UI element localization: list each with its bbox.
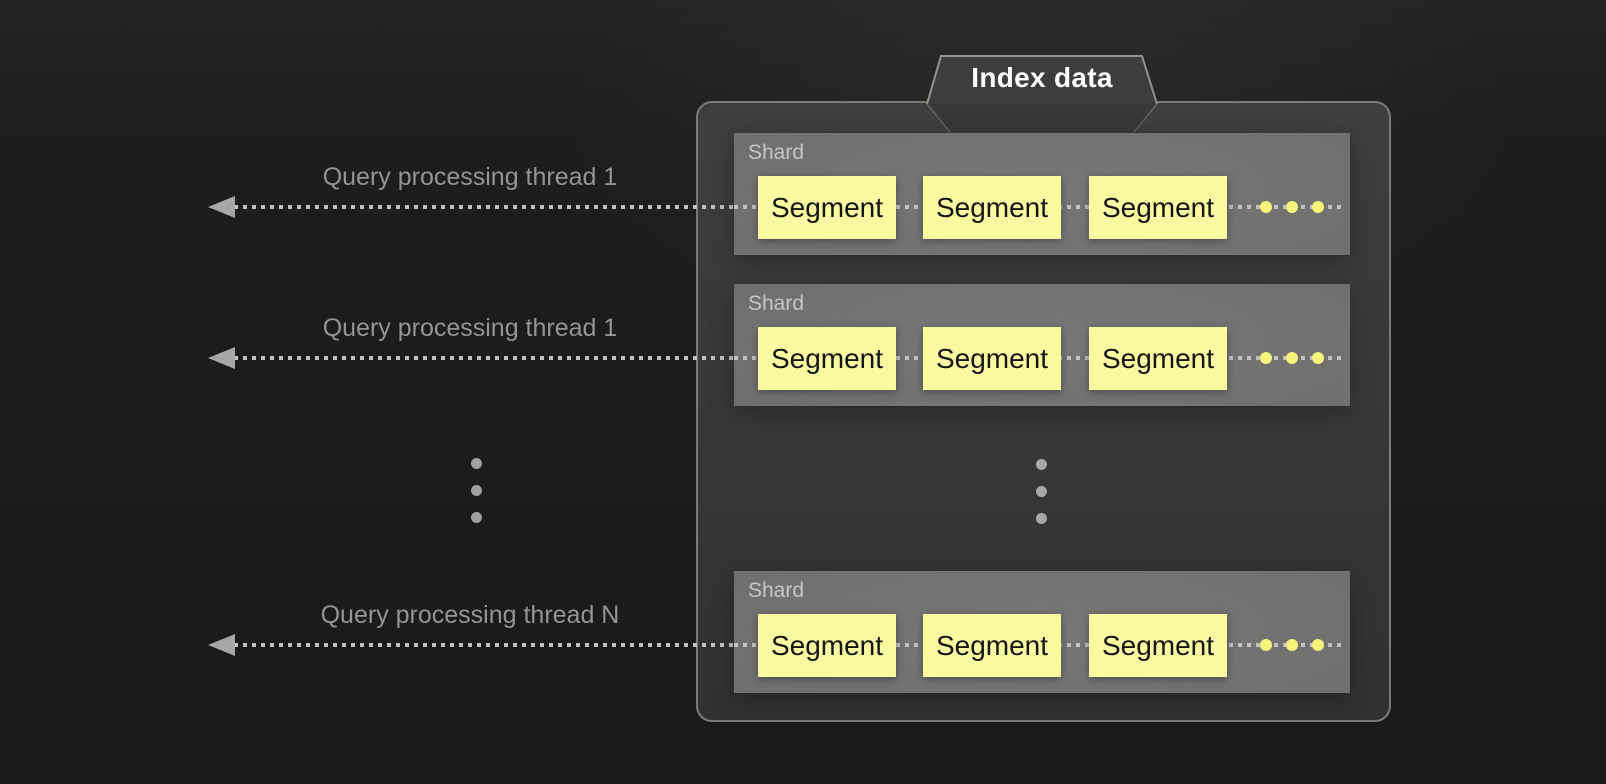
ellipsis-dot bbox=[1260, 639, 1272, 651]
shard-box-n: Shard Segment Segment Segment bbox=[734, 571, 1350, 693]
ellipsis-dot bbox=[1260, 201, 1272, 213]
shard-label: Shard bbox=[748, 292, 805, 315]
thread-label-n: Query processing thread N bbox=[320, 601, 620, 629]
segment-box: Segment bbox=[758, 614, 896, 677]
more-segments-ellipsis-icon bbox=[1260, 639, 1324, 651]
shard-box-1: Shard Segment Segment Segment bbox=[734, 133, 1350, 255]
more-segments-ellipsis-icon bbox=[1260, 201, 1324, 213]
query-arrow-line-1 bbox=[234, 205, 734, 209]
more-shards-ellipsis-icon bbox=[1036, 459, 1047, 524]
query-arrow-line-2 bbox=[234, 356, 734, 360]
segment-box: Segment bbox=[923, 614, 1061, 677]
arrowhead-left-icon bbox=[208, 634, 235, 656]
arrowhead-left-icon bbox=[208, 196, 235, 218]
ellipsis-dot bbox=[1286, 352, 1298, 364]
shard-label: Shard bbox=[748, 141, 805, 164]
more-threads-ellipsis-icon bbox=[471, 458, 482, 523]
segment-box: Segment bbox=[923, 176, 1061, 239]
ellipsis-dot bbox=[471, 512, 482, 523]
ellipsis-dot bbox=[1286, 639, 1298, 651]
ellipsis-dot bbox=[1260, 352, 1272, 364]
ellipsis-dot bbox=[471, 485, 482, 496]
query-arrow-line-3 bbox=[234, 643, 734, 647]
segment-box: Segment bbox=[1089, 176, 1227, 239]
ellipsis-dot bbox=[1312, 201, 1324, 213]
segment-box: Segment bbox=[758, 176, 896, 239]
ellipsis-dot bbox=[1036, 513, 1047, 524]
shard-box-2: Shard Segment Segment Segment bbox=[734, 284, 1350, 406]
ellipsis-dot bbox=[471, 458, 482, 469]
ellipsis-dot bbox=[1286, 201, 1298, 213]
arrowhead-left-icon bbox=[208, 347, 235, 369]
shard-label: Shard bbox=[748, 579, 805, 602]
segment-box: Segment bbox=[923, 327, 1061, 390]
index-data-title: Index data bbox=[971, 62, 1113, 93]
segment-box: Segment bbox=[1089, 327, 1227, 390]
segment-box: Segment bbox=[758, 327, 896, 390]
ellipsis-dot bbox=[1036, 486, 1047, 497]
thread-label-1: Query processing thread 1 bbox=[322, 163, 618, 191]
ellipsis-dot bbox=[1036, 459, 1047, 470]
segment-box: Segment bbox=[1089, 614, 1227, 677]
ellipsis-dot bbox=[1312, 352, 1324, 364]
more-segments-ellipsis-icon bbox=[1260, 352, 1324, 364]
ellipsis-dot bbox=[1312, 639, 1324, 651]
thread-label-2: Query processing thread 1 bbox=[322, 314, 618, 342]
